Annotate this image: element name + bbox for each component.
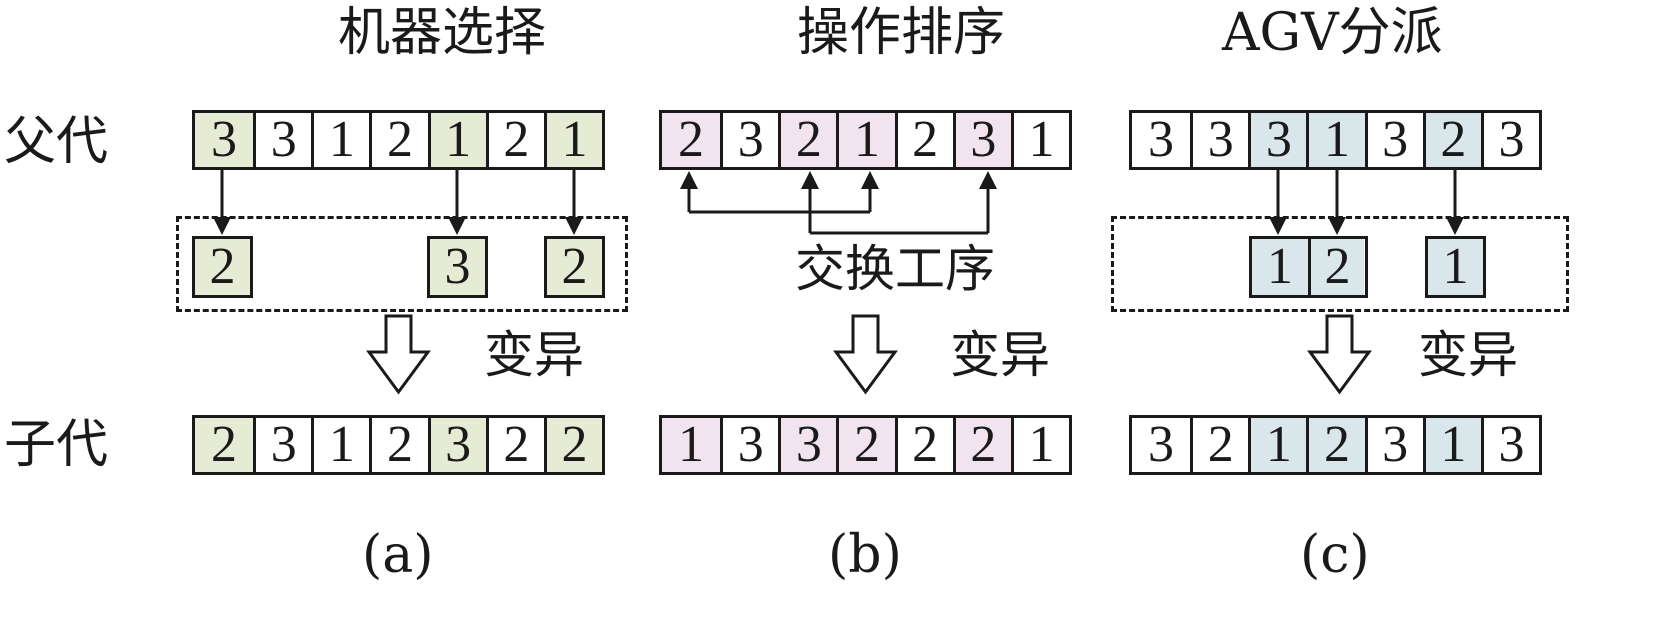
machine-mutated-gene-box: 2 <box>192 236 253 298</box>
gene-cell: 2 <box>543 418 603 472</box>
machine-parent-chromosome: 3 3 1 2 1 2 1 <box>192 110 605 170</box>
agv-mutated-gene-box: 1 2 <box>1249 236 1368 298</box>
gene-cell: 1 <box>1010 418 1070 472</box>
hollow-down-arrow <box>366 314 431 395</box>
gene-cell: 3 <box>195 113 254 167</box>
gene-cell: 3 <box>720 418 779 472</box>
row-label-child: 子代 <box>4 415 109 475</box>
mutated-gene-cell: 2 <box>195 239 250 295</box>
gene-cell: 3 <box>720 113 779 167</box>
gene-cell: 1 <box>311 113 370 167</box>
gene-cell: 3 <box>1132 418 1191 472</box>
gene-cell: 1 <box>1422 418 1481 472</box>
gene-cell: 1 <box>427 113 486 167</box>
hollow-down-arrow <box>833 314 898 395</box>
mutated-gene-cell: 1 <box>1252 239 1308 295</box>
agv-mutated-gene-box: 1 <box>1425 236 1486 298</box>
gene-cell: 3 <box>1132 113 1191 167</box>
machine-mutation-region <box>176 216 628 312</box>
row-label-parent: 父代 <box>4 112 109 172</box>
gene-cell: 2 <box>369 418 428 472</box>
machine-child-chromosome: 2 3 1 2 3 2 2 <box>192 415 605 475</box>
gene-cell: 3 <box>1190 113 1249 167</box>
gene-cell: 2 <box>894 113 953 167</box>
operation-child-chromosome: 1 3 3 2 2 2 1 <box>659 415 1072 475</box>
gene-cell: 3 <box>253 113 312 167</box>
gene-cell: 2 <box>836 418 895 472</box>
title-operation-sequencing: 操作排序 <box>797 3 1006 63</box>
machine-mutated-gene-box: 3 <box>427 236 488 298</box>
title-agv-dispatching: AGV分派 <box>1222 3 1443 63</box>
agv-child-chromosome: 3 2 1 2 3 1 3 <box>1129 415 1542 475</box>
gene-cell: 2 <box>662 113 721 167</box>
machine-mutated-gene-box: 2 <box>544 236 605 298</box>
agv-mutation-label: 变异 <box>1418 326 1518 384</box>
gene-cell: 2 <box>1306 418 1365 472</box>
operation-parent-chromosome: 2 3 2 1 2 3 1 <box>659 110 1072 170</box>
gene-cell: 1 <box>1306 113 1365 167</box>
gene-cell: 2 <box>952 418 1011 472</box>
operation-mutation-label: 变异 <box>950 326 1050 384</box>
caption-c: (c) <box>1300 525 1370 585</box>
gene-cell: 2 <box>778 113 837 167</box>
hollow-down-arrow <box>1307 314 1372 395</box>
gene-cell: 3 <box>1480 113 1540 167</box>
caption-b: (b) <box>828 525 902 585</box>
mutated-gene-cell: 3 <box>430 239 485 295</box>
gene-cell: 1 <box>1010 113 1070 167</box>
gene-cell: 3 <box>427 418 486 472</box>
gene-cell: 1 <box>543 113 603 167</box>
gene-cell: 3 <box>1364 418 1423 472</box>
gene-cell: 3 <box>1248 113 1307 167</box>
gene-cell: 2 <box>1422 113 1481 167</box>
gene-cell: 1 <box>1248 418 1307 472</box>
caption-a: (a) <box>362 525 434 585</box>
gene-cell: 3 <box>1480 418 1540 472</box>
gene-cell: 3 <box>778 418 837 472</box>
gene-cell: 3 <box>253 418 312 472</box>
mutated-gene-cell: 2 <box>1308 239 1364 295</box>
gene-cell: 1 <box>662 418 721 472</box>
gene-cell: 2 <box>1190 418 1249 472</box>
gene-cell: 1 <box>311 418 370 472</box>
gene-cell: 3 <box>1364 113 1423 167</box>
title-machine-selection: 机器选择 <box>338 3 547 63</box>
gene-cell: 2 <box>195 418 254 472</box>
agv-parent-chromosome: 3 3 3 1 3 2 3 <box>1129 110 1542 170</box>
gene-cell: 3 <box>952 113 1011 167</box>
gene-cell: 2 <box>894 418 953 472</box>
gene-cell: 2 <box>485 418 544 472</box>
swap-operations-label: 交换工序 <box>795 240 995 298</box>
mutated-gene-cell: 1 <box>1428 239 1483 295</box>
gene-cell: 2 <box>485 113 544 167</box>
gene-cell: 2 <box>369 113 428 167</box>
mutated-gene-cell: 2 <box>547 239 602 295</box>
machine-mutation-label: 变异 <box>484 326 584 384</box>
gene-cell: 1 <box>836 113 895 167</box>
